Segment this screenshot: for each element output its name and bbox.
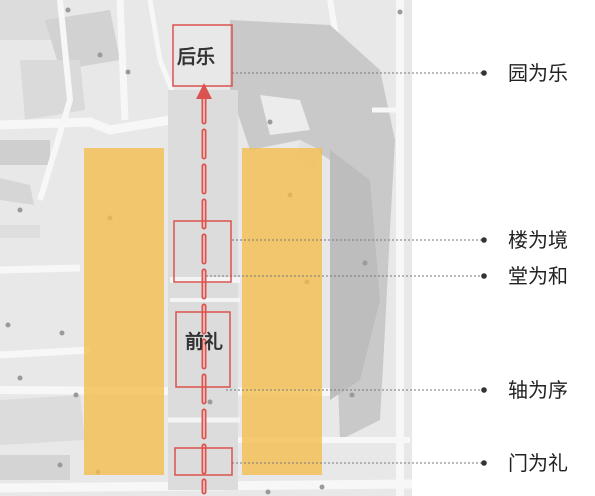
right-corridor	[242, 148, 322, 475]
callout-hall: 堂为和	[508, 264, 568, 288]
leader-lines	[206, 72, 483, 464]
callout-tower: 楼为境	[508, 228, 568, 252]
rear-box	[172, 24, 233, 87]
map-background	[0, 0, 413, 496]
bullet-dot-icon	[481, 70, 487, 466]
tower-box	[173, 220, 232, 283]
front-label: 前礼	[185, 330, 223, 353]
callout-gate: 门为礼	[508, 451, 568, 475]
callout-garden: 园为乐	[508, 61, 568, 85]
rear-label: 后乐	[177, 46, 215, 68]
arrow-up-icon	[196, 83, 212, 99]
gate-box	[174, 447, 233, 476]
left-corridor	[84, 148, 164, 475]
front-box	[175, 311, 231, 388]
callout-axis: 轴为序	[508, 378, 568, 402]
